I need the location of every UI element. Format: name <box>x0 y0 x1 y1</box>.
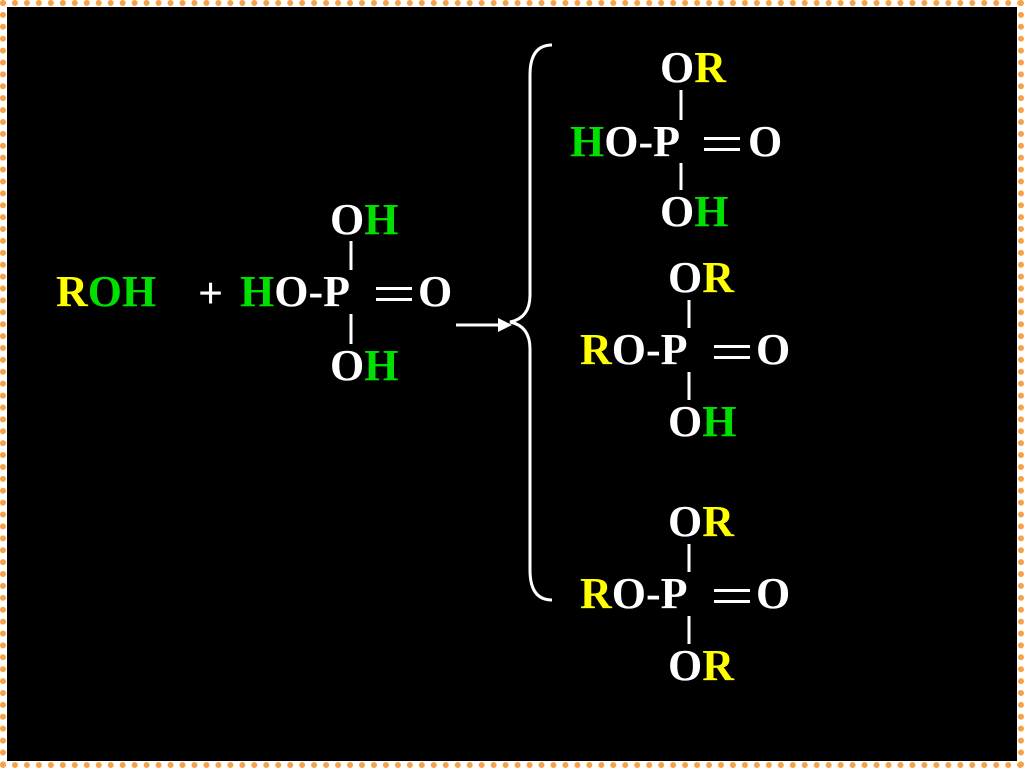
acid-oxo: O <box>418 267 453 316</box>
reaction-arrow-head <box>498 318 512 332</box>
acid-top-group: OH <box>330 195 399 244</box>
plus-sign: + <box>198 269 224 318</box>
product2-top-group: OR <box>668 253 735 302</box>
alkyl-r: R <box>56 267 88 316</box>
product3-main-chain: RO-P <box>580 569 688 618</box>
hydroxyl-oh: OH <box>87 267 157 316</box>
acid-main-chain: HO-P <box>240 267 350 316</box>
acid-bottom-group: OH <box>330 341 399 390</box>
product3-oxo: O <box>756 569 791 618</box>
product2-bottom-group: OH <box>668 397 737 446</box>
product3-double-bond <box>714 589 750 603</box>
acid-double-bond <box>376 287 412 301</box>
product2-double-bond <box>714 345 750 359</box>
product1-main-chain: HO-P <box>570 117 680 166</box>
product2-main-chain: RO-P <box>580 325 688 374</box>
product-brace <box>509 43 553 602</box>
product3-bottom-group: OR <box>668 641 735 690</box>
product3-top-group: OR <box>668 497 735 546</box>
product2-oxo: O <box>756 325 791 374</box>
slide-board <box>7 7 1017 761</box>
reactant-alcohol: ROH <box>56 268 156 316</box>
product1-top-group: OR <box>660 43 727 92</box>
product1-bottom-group: OH <box>660 187 729 236</box>
product1-double-bond <box>704 137 740 151</box>
product1-oxo: O <box>748 117 783 166</box>
